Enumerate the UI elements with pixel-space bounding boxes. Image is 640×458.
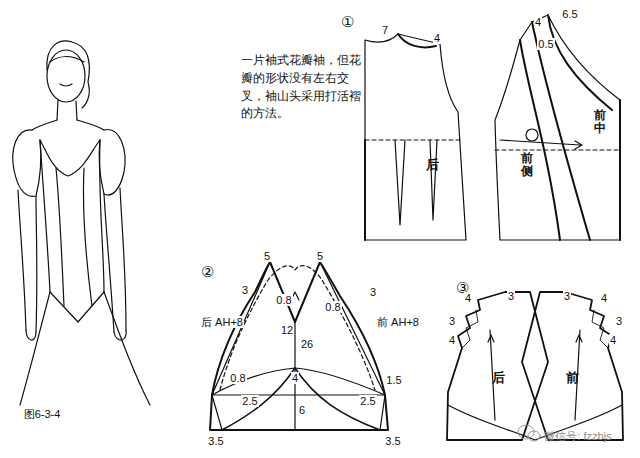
fashion-sketch: [13, 41, 150, 405]
piece-label: 后 AH+8: [200, 316, 244, 328]
dimension-label: 5: [263, 250, 271, 262]
petal-pieces: [447, 292, 623, 440]
step-number: ①: [340, 14, 355, 31]
dimension-label: 4: [433, 32, 441, 44]
dimension-label: 2.5: [359, 395, 376, 407]
dimension-label: 3: [369, 286, 377, 298]
dimension-label: 6: [298, 404, 306, 416]
piece-label: 前中: [593, 109, 607, 135]
dimension-label: 0.8: [229, 372, 246, 384]
dimension-label: 5: [316, 250, 324, 262]
dimension-label: 6.5: [561, 8, 578, 20]
dimension-label: 3: [241, 284, 249, 296]
dimension-label: 26: [300, 338, 314, 350]
dimension-label: 4: [291, 372, 299, 384]
dimension-label: 3.5: [207, 435, 224, 447]
dimension-label: 7: [381, 24, 389, 36]
figure-caption: 图6-3-4: [23, 408, 62, 420]
note-text: 一片袖式花瓣袖，但花瓣的形状没有左右交叉，袖山头采用打活褶的方法。: [240, 52, 364, 123]
dimension-label: 3: [507, 290, 515, 302]
dimension-label: 4: [448, 334, 456, 346]
step-number: ②: [200, 264, 215, 281]
sleeve-draft: [210, 262, 388, 430]
dimension-label: 12: [280, 324, 294, 336]
watermark-icon: [518, 425, 540, 441]
dimension-label: 4: [464, 292, 472, 304]
dimension-label: 0.8: [275, 294, 292, 306]
piece-label: 前 AH+8: [376, 316, 420, 328]
dimension-label: 0.8: [324, 301, 341, 313]
dimension-label: 3: [563, 290, 571, 302]
dimension-label: 4: [534, 16, 542, 28]
back-bodice: [365, 34, 466, 240]
dimension-label: 0.5: [537, 38, 554, 50]
dimension-label: 1.5: [385, 374, 402, 386]
dimension-label: 3: [615, 315, 623, 327]
front-bodice: [495, 15, 620, 240]
dimension-label: 3.5: [384, 435, 401, 447]
dimension-label: 3: [448, 315, 456, 327]
watermark: 微信号: fzzbjs: [543, 430, 612, 442]
dimension-label: 4: [600, 292, 608, 304]
dimension-label: 2.5: [241, 395, 258, 407]
piece-label: 后: [425, 158, 440, 172]
piece-label: 后: [491, 371, 506, 385]
dimension-label: 4: [609, 334, 617, 346]
piece-label: 前: [565, 371, 580, 385]
piece-label: 前侧: [520, 152, 534, 178]
